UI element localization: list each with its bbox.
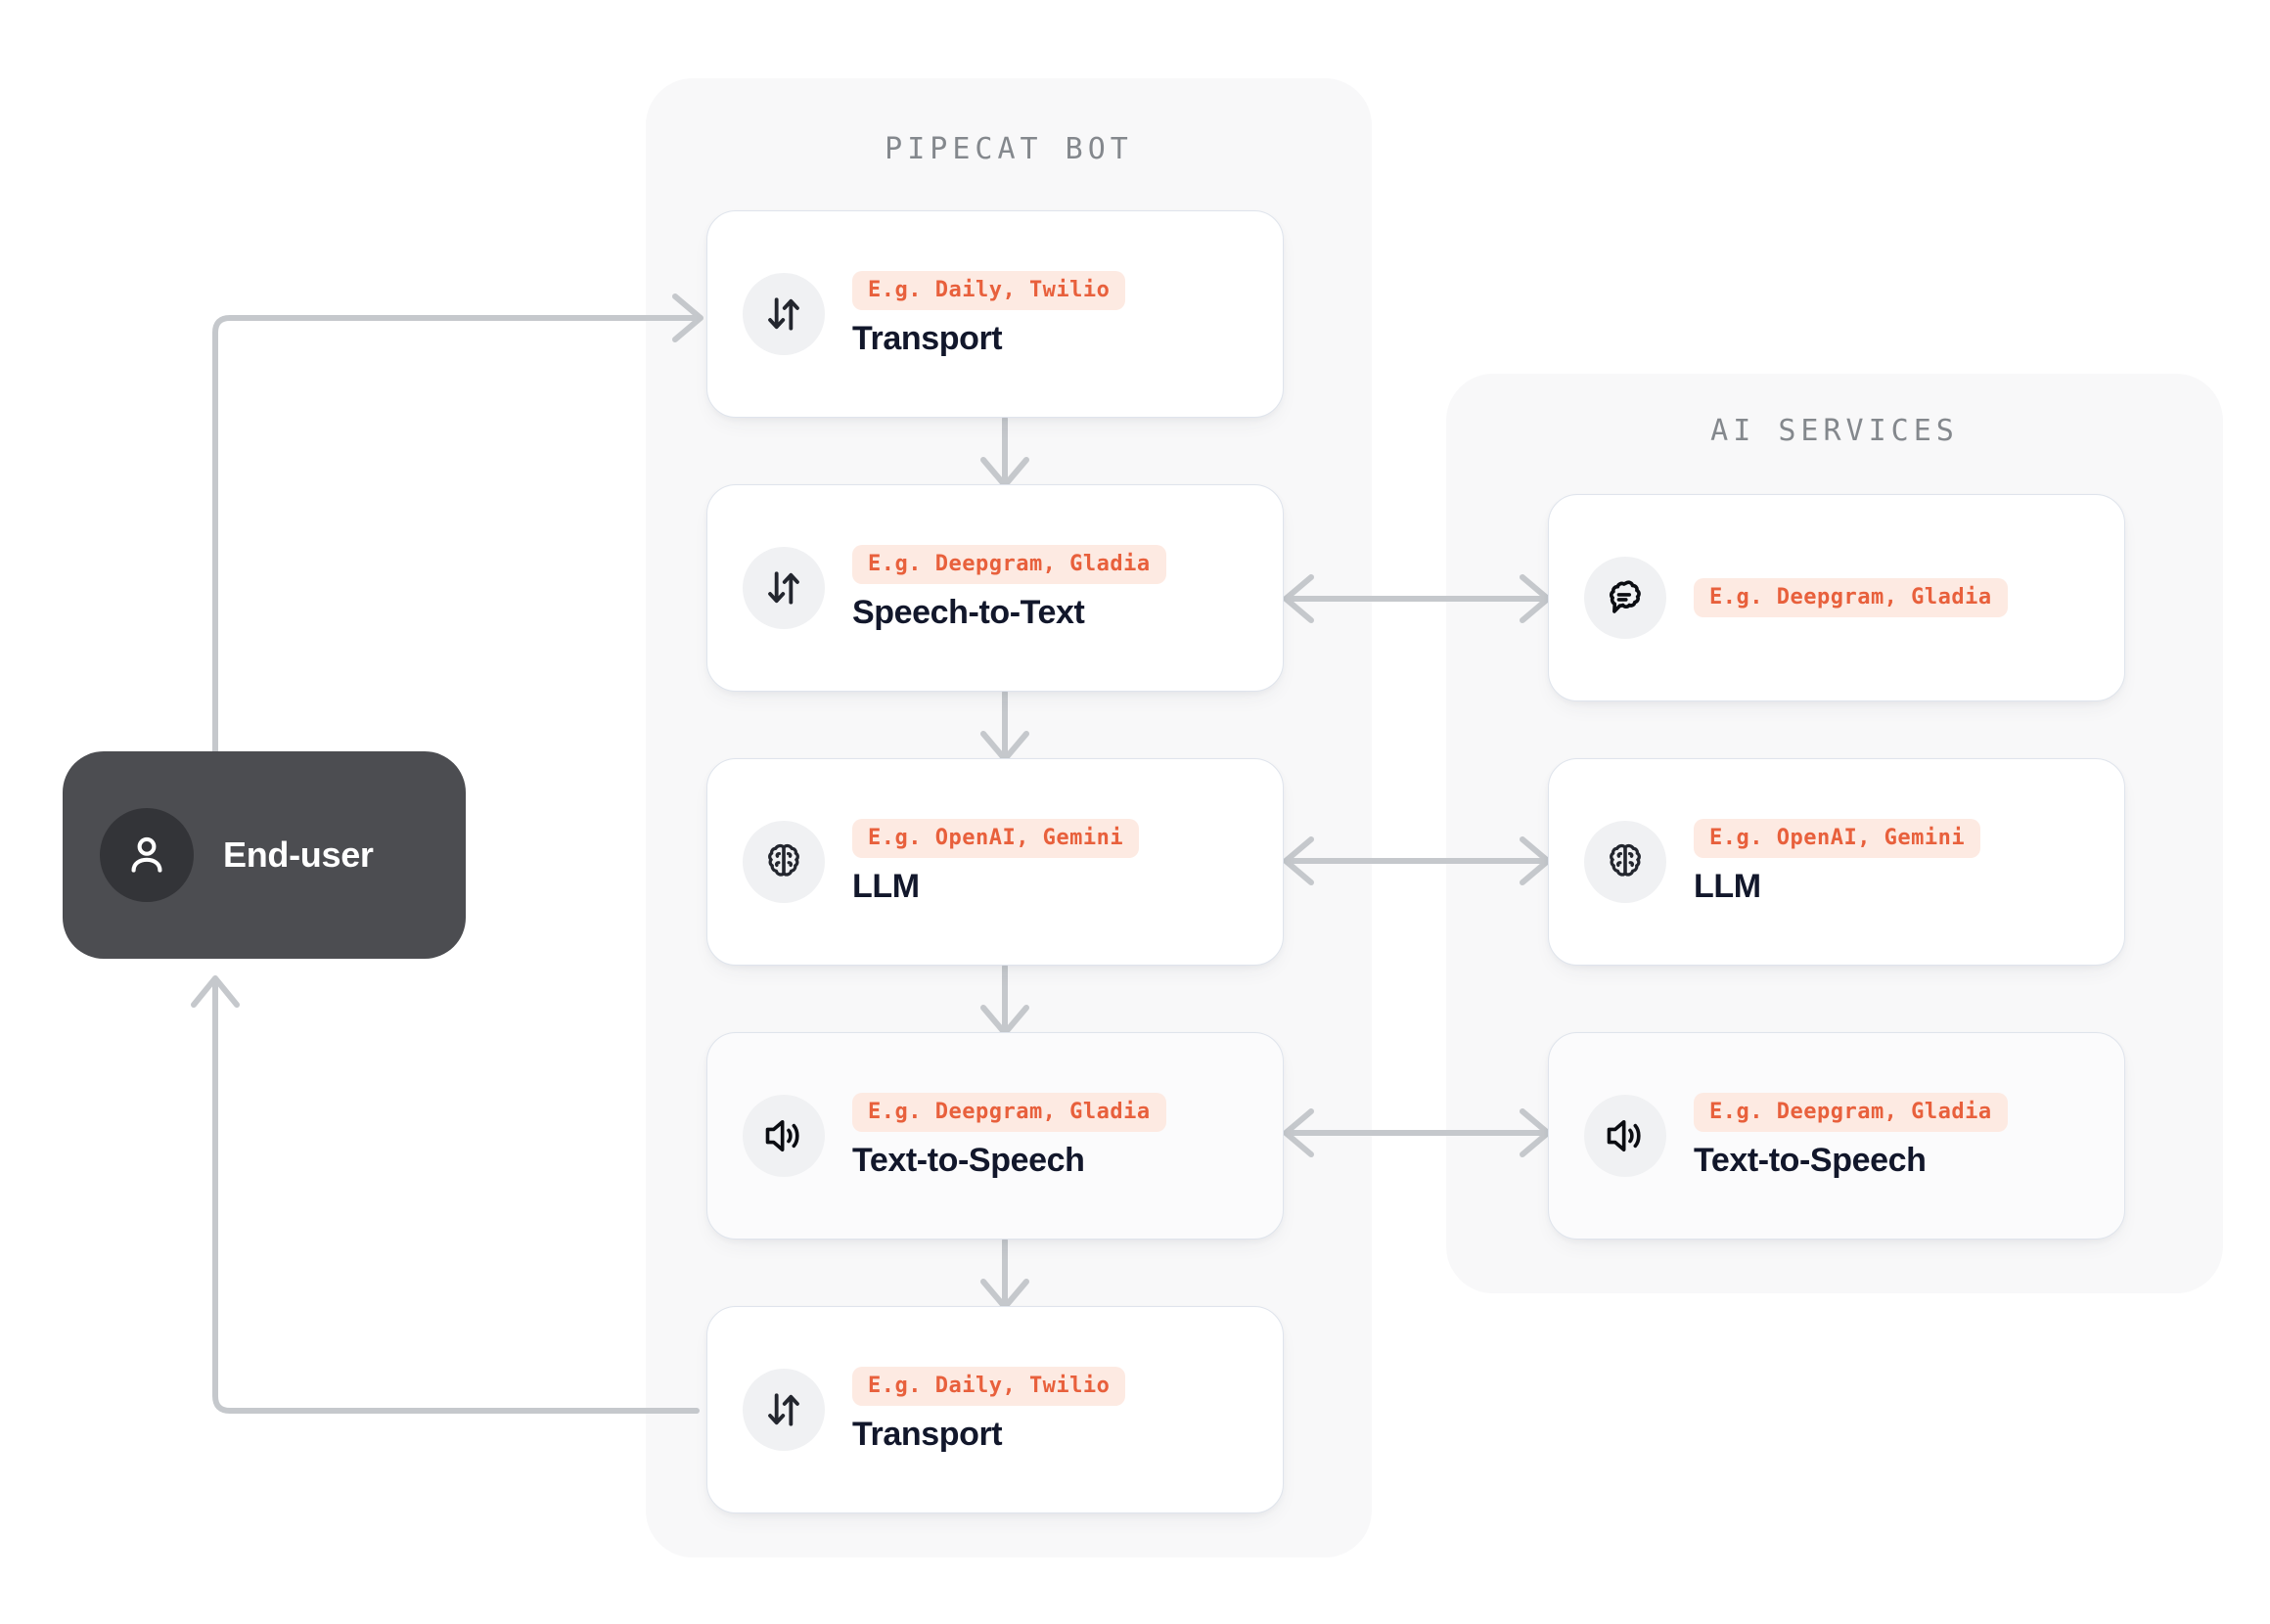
end-user-label: End-user xyxy=(223,835,374,875)
transfer-icon xyxy=(743,547,825,629)
wire-transport-out-to-enduser xyxy=(191,975,700,1414)
card-badge: E.g. Daily, Twilio xyxy=(852,270,1126,310)
card-body: E.g. Deepgram, Gladia Text-to-Speech xyxy=(852,1092,1166,1180)
card-badge: E.g. OpenAI, Gemini xyxy=(852,818,1140,858)
card-title: Text-to-Speech xyxy=(852,1141,1085,1179)
card-badge: E.g. OpenAI, Gemini xyxy=(1694,818,1981,858)
brain-icon xyxy=(743,821,825,903)
pipeline-card-llm[interactable]: E.g. OpenAI, Gemini LLM xyxy=(706,758,1284,966)
wire-llm-to-tts xyxy=(980,964,1029,1036)
card-body: E.g. Deepgram, Gladia xyxy=(1694,578,2008,617)
wire-tts-to-transport xyxy=(980,1238,1029,1310)
card-title: Transport xyxy=(852,1415,1003,1453)
card-title: LLM xyxy=(852,867,920,905)
card-badge: E.g. Deepgram, Gladia xyxy=(852,544,1166,584)
card-body: E.g. Daily, Twilio Transport xyxy=(852,1366,1126,1454)
wire-stt-to-service-stt xyxy=(1283,574,1551,623)
pipeline-card-speech-to-text[interactable]: E.g. Deepgram, Gladia Speech-to-Text xyxy=(706,484,1284,692)
end-user-node[interactable]: End-user xyxy=(63,751,466,959)
pipecat-bot-title: PIPECAT BOT xyxy=(885,132,1133,166)
card-body: E.g. OpenAI, Gemini LLM xyxy=(1694,818,1981,906)
card-badge: E.g. Daily, Twilio xyxy=(852,1366,1126,1406)
transfer-icon xyxy=(743,1369,825,1451)
wire-enduser-to-transport-in xyxy=(212,293,704,756)
ai-services-title: AI SERVICES xyxy=(1710,414,1959,448)
transfer-icon xyxy=(743,273,825,355)
card-body: E.g. Daily, Twilio Transport xyxy=(852,270,1126,358)
pipeline-card-transport-out[interactable]: E.g. Daily, Twilio Transport xyxy=(706,1306,1284,1513)
wire-stt-to-llm xyxy=(980,690,1029,762)
card-title: Speech-to-Text xyxy=(852,593,1085,631)
wire-transport-to-stt xyxy=(980,416,1029,488)
speaker-icon xyxy=(1584,1095,1666,1177)
service-card-speech-to-text[interactable]: E.g. Deepgram, Gladia xyxy=(1548,494,2125,701)
wire-tts-to-service-tts xyxy=(1283,1108,1551,1157)
card-badge: E.g. Deepgram, Gladia xyxy=(1694,578,2008,617)
pipeline-card-text-to-speech[interactable]: E.g. Deepgram, Gladia Text-to-Speech xyxy=(706,1032,1284,1240)
card-title: LLM xyxy=(1694,867,1761,905)
card-body: E.g. OpenAI, Gemini LLM xyxy=(852,818,1140,906)
card-body: E.g. Deepgram, Gladia Text-to-Speech xyxy=(1694,1092,2008,1180)
card-badge: E.g. Deepgram, Gladia xyxy=(852,1092,1166,1132)
card-badge: E.g. Deepgram, Gladia xyxy=(1694,1092,2008,1132)
chat-bubble-icon xyxy=(1584,557,1666,639)
speaker-icon xyxy=(743,1095,825,1177)
card-title: Transport xyxy=(852,319,1003,357)
pipeline-card-transport-in[interactable]: E.g. Daily, Twilio Transport xyxy=(706,210,1284,418)
user-icon xyxy=(100,808,194,902)
card-title: Text-to-Speech xyxy=(1694,1141,1927,1179)
brain-icon xyxy=(1584,821,1666,903)
service-card-text-to-speech[interactable]: E.g. Deepgram, Gladia Text-to-Speech xyxy=(1548,1032,2125,1240)
wire-llm-to-service-llm xyxy=(1283,836,1551,885)
card-body: E.g. Deepgram, Gladia Speech-to-Text xyxy=(852,544,1166,632)
service-card-llm[interactable]: E.g. OpenAI, Gemini LLM xyxy=(1548,758,2125,966)
